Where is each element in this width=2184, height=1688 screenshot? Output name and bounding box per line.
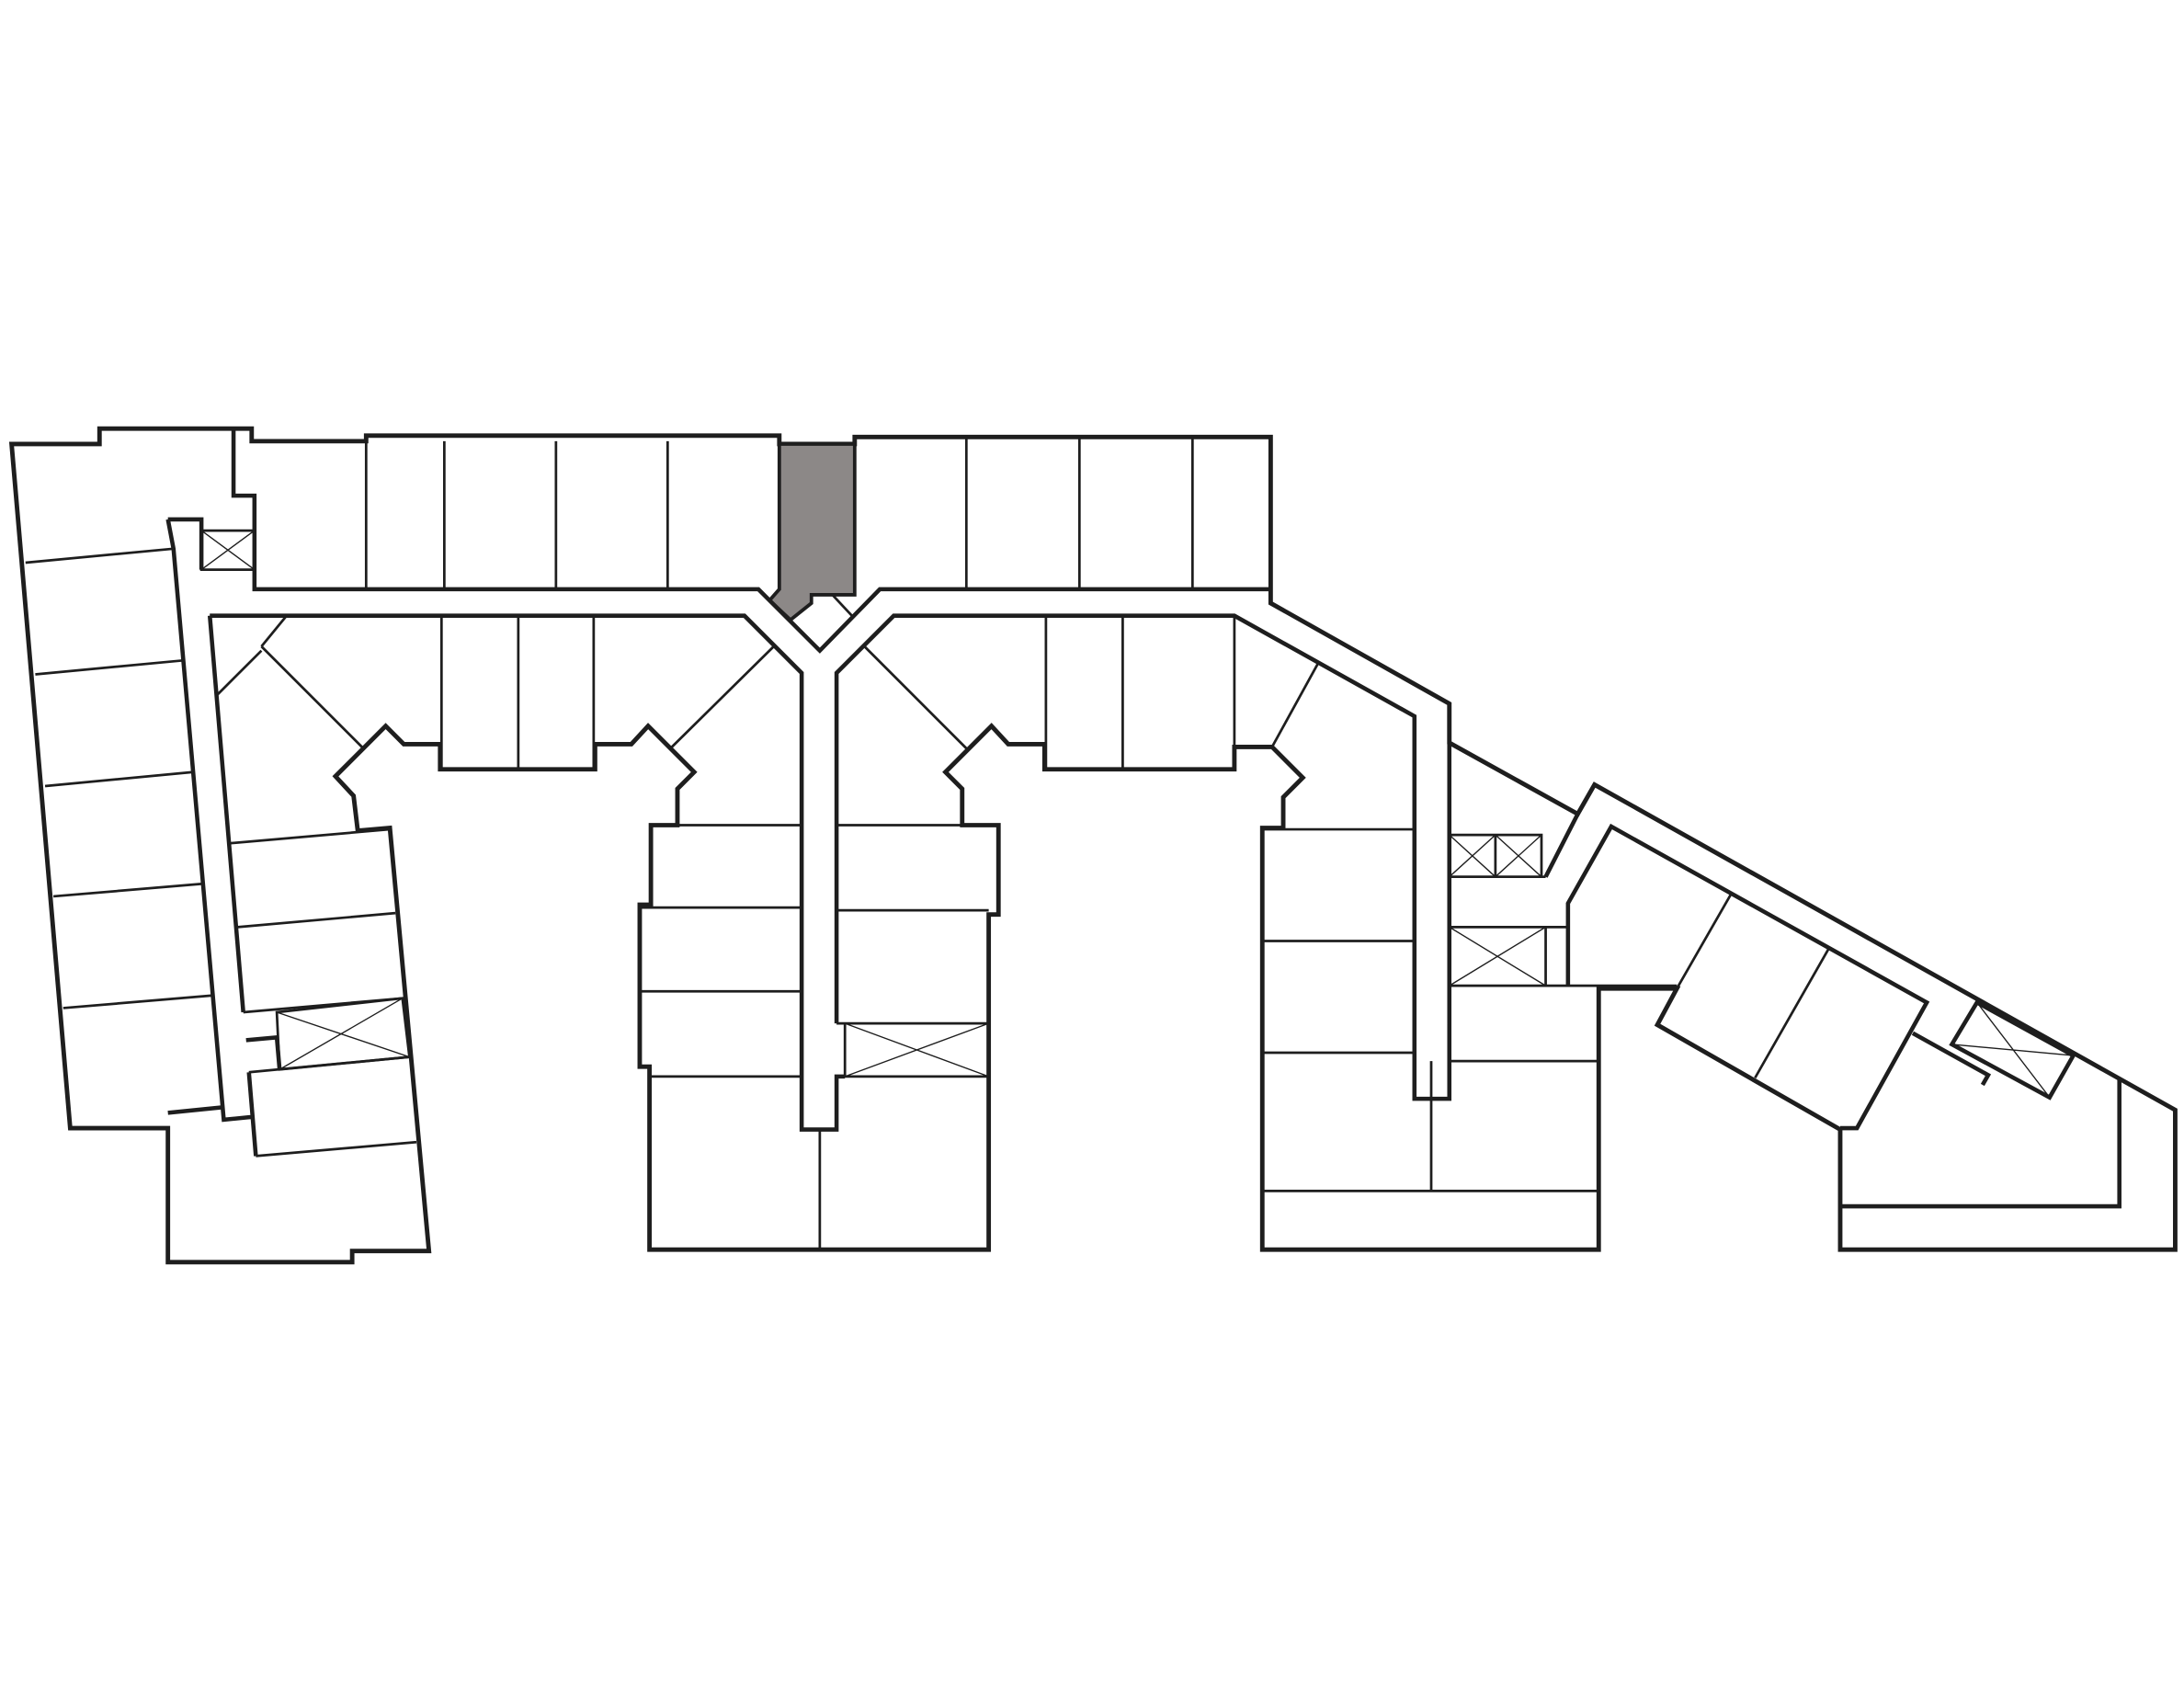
highlighted-unit[interactable]: [767, 442, 857, 622]
building-outline: [8, 426, 2178, 1265]
elevator-shaft-crosses: [200, 530, 2074, 1099]
